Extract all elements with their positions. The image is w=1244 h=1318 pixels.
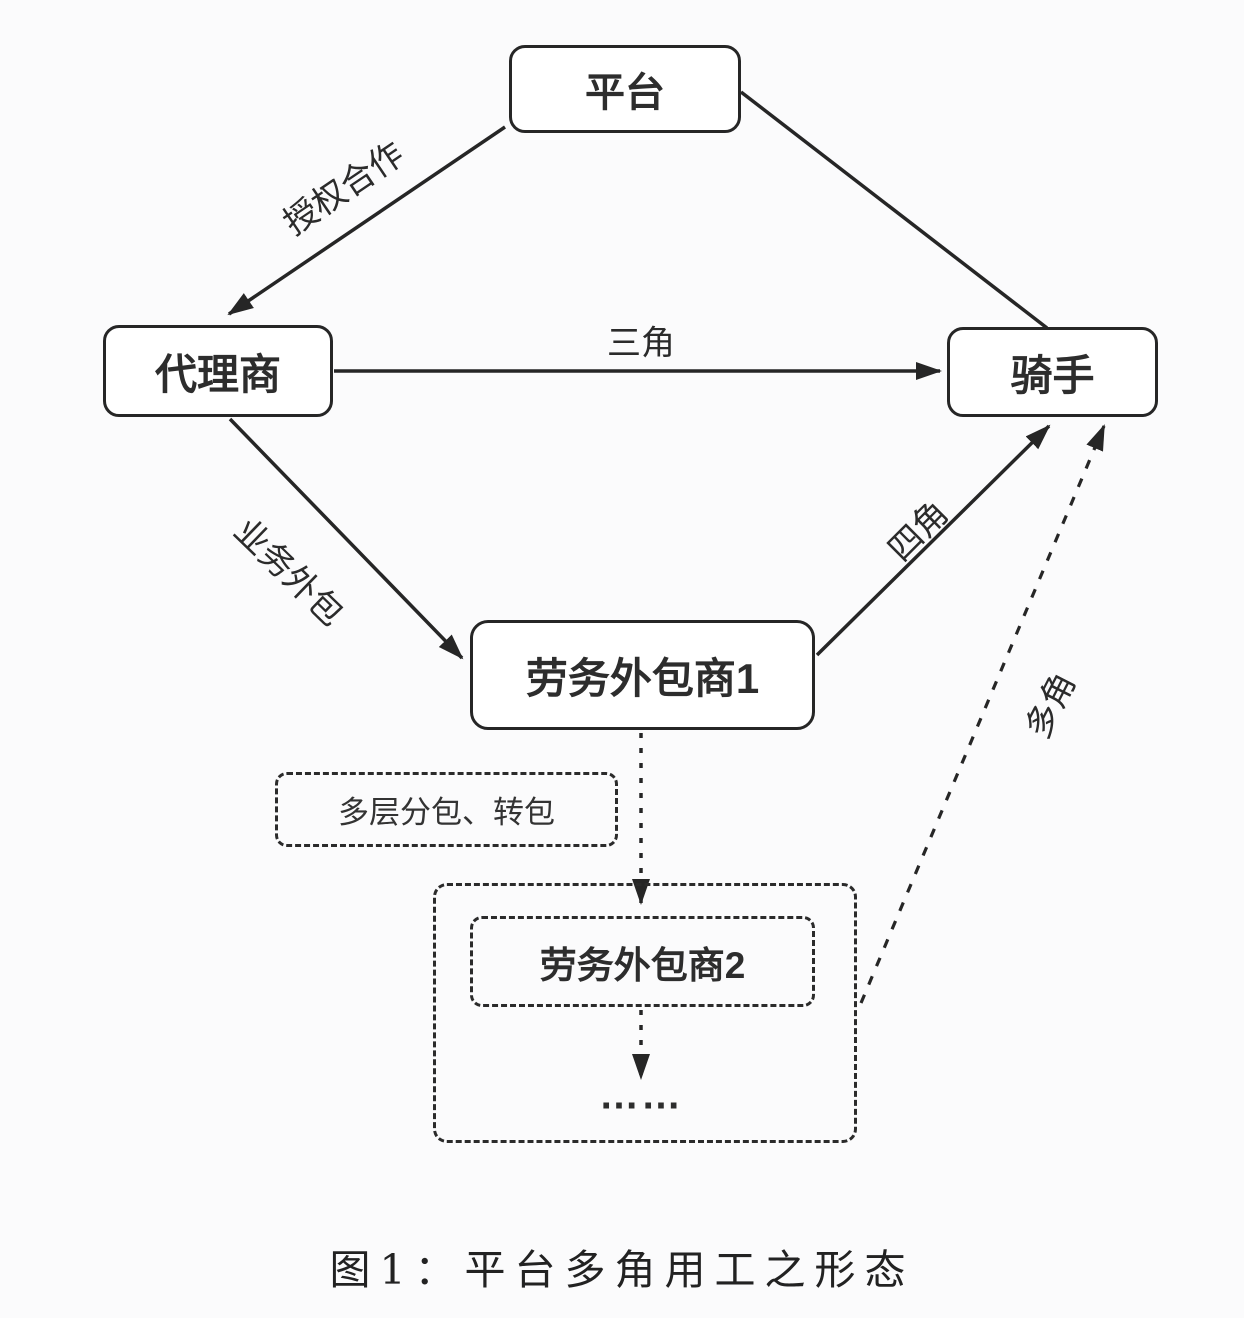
- subcontract-group-box: [433, 883, 857, 1143]
- edge-outsourcer1-rider: [815, 424, 1051, 657]
- figure-caption: 图1：平台多角用工之形态: [329, 1246, 915, 1294]
- node-outsourcer-2: 劳务外包商2: [470, 916, 815, 1007]
- node-platform: 平台: [509, 45, 741, 133]
- edge-multi-corner-rider: [859, 424, 1106, 1004]
- edge-agent-outsourcer1: [228, 417, 464, 660]
- edge-platform-rider: [739, 90, 1049, 330]
- edge-platform-agent: [227, 125, 506, 316]
- node-subcontract-note: 多层分包、转包: [275, 772, 618, 847]
- node-outsourcer-1: 劳务外包商1: [470, 620, 815, 730]
- edge-label-triangle: 三角: [607, 324, 675, 363]
- node-agent: 代理商: [103, 325, 333, 417]
- node-rider: 骑手: [947, 327, 1158, 417]
- ellipsis-text: ……: [599, 1073, 683, 1118]
